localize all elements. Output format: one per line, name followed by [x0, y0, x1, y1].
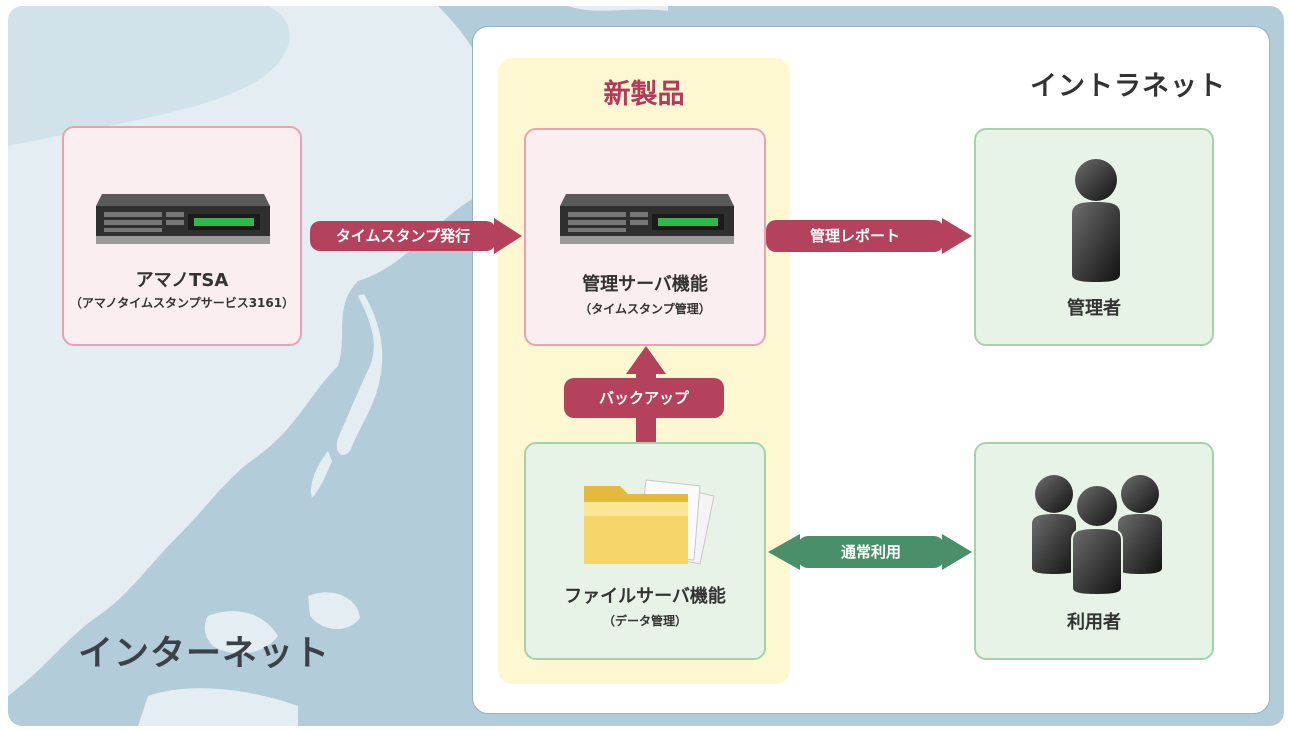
server-appliance-icon	[94, 190, 272, 250]
management-server-subtitle: （タイムスタンプ管理）	[579, 302, 711, 316]
tsa-node: アマノTSA （アマノタイムスタンプサービス3161）	[62, 126, 302, 346]
admin-title: 管理者	[1067, 298, 1121, 319]
people-group-icon	[1022, 472, 1172, 600]
timestamp-issue-label: タイムスタンプ発行	[310, 221, 496, 251]
file-server-node: ファイルサーバ機能 （データ管理）	[524, 442, 766, 660]
arrow-right-icon	[942, 218, 972, 254]
tsa-title: アマノTSA	[135, 270, 229, 291]
arrow-left-icon	[768, 534, 800, 570]
tsa-subtitle: （アマノタイムスタンプサービス3161）	[69, 296, 295, 310]
file-server-title: ファイルサーバ機能	[564, 586, 726, 607]
management-server-node: 管理サーバ機能 （タイムスタンプ管理）	[524, 128, 766, 346]
intranet-title: イントラネット	[1030, 71, 1226, 102]
users-node: 利用者	[974, 442, 1214, 660]
new-product-title: 新製品	[603, 79, 685, 110]
server-appliance-icon	[558, 190, 736, 250]
arrow-up-icon	[626, 346, 666, 380]
admin-node: 管理者	[974, 128, 1214, 346]
folder-documents-icon	[582, 472, 722, 576]
internet-title: インターネット	[78, 634, 331, 674]
backup-label: バックアップ	[564, 378, 724, 418]
normal-use-label: 通常利用	[798, 536, 944, 568]
arrow-stem	[636, 418, 656, 442]
arrow-right-icon	[942, 534, 972, 570]
management-report-label: 管理レポート	[766, 220, 944, 252]
users-title: 利用者	[1067, 612, 1121, 633]
arrow-right-icon	[494, 218, 522, 254]
management-server-title: 管理サーバ機能	[582, 274, 708, 295]
file-server-subtitle: （データ管理）	[602, 614, 687, 628]
person-icon	[1066, 156, 1126, 288]
